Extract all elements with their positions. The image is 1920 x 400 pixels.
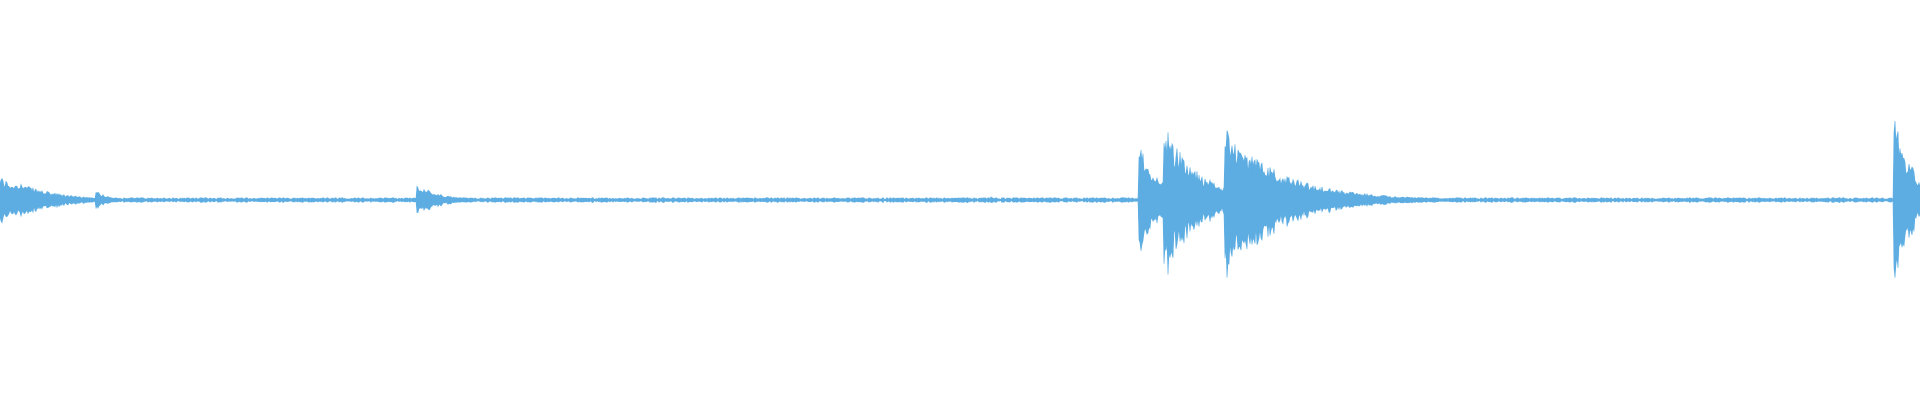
waveform-path [0,120,1920,278]
